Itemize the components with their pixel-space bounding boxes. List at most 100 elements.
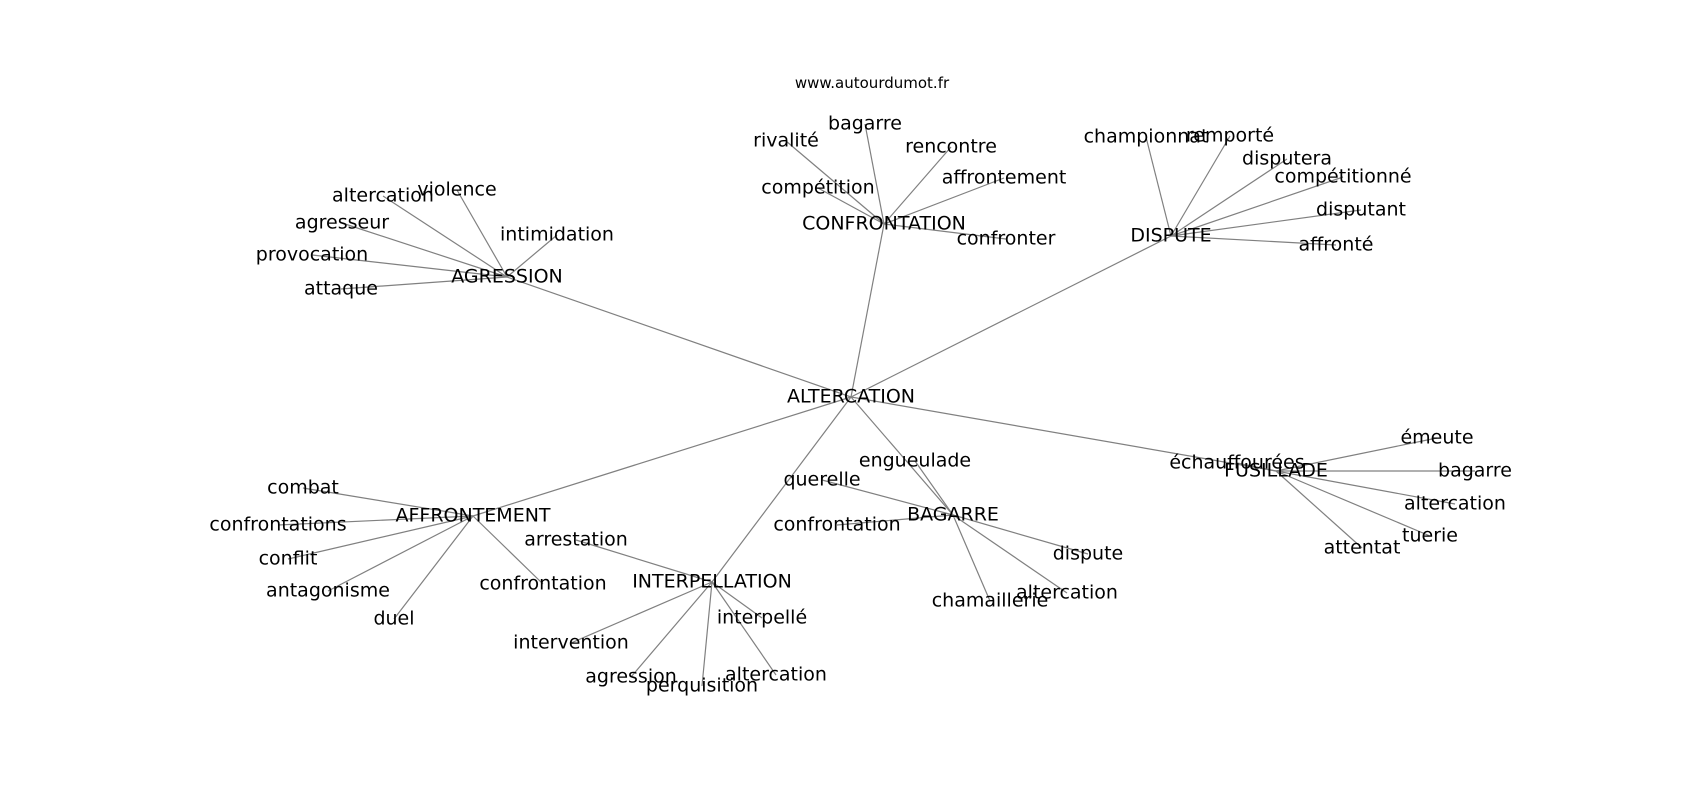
leaf-node-agression-1: altercation <box>332 185 434 207</box>
leaf-node-dispute-1: remporté <box>1186 125 1274 147</box>
edge-dispute-2 <box>1170 158 1288 237</box>
edge-fusillade-3 <box>1275 470 1456 505</box>
edge-dispute-5 <box>1170 235 1337 246</box>
edge-fusillade-4 <box>1275 470 1431 537</box>
leaf-node-agression-0: violence <box>417 179 496 201</box>
leaf-node-dispute-2: disputera <box>1242 148 1332 170</box>
edge-bagarre-1 <box>821 479 954 516</box>
edge-bagarre-2 <box>836 514 954 526</box>
edge-dispute-4 <box>1170 209 1362 237</box>
leaf-node-dispute-3: compétitionné <box>1274 166 1411 188</box>
edge-dispute-1 <box>1170 135 1231 237</box>
leaf-node-dispute-5: affronté <box>1299 234 1374 256</box>
edge-confrontation-1 <box>785 140 885 225</box>
leaf-node-bagarre-5: chamaillerie <box>932 590 1049 612</box>
hub-node-fusillade: FUSILLADE <box>1224 460 1328 482</box>
edge-agression-5 <box>340 276 508 290</box>
edge-interpellation-1 <box>711 581 763 619</box>
edge-affrontement-2 <box>287 515 474 560</box>
leaf-node-agression-4: provocation <box>256 244 368 266</box>
leaf-node-interpellation-2: intervention <box>513 632 629 654</box>
edge-bagarre-0 <box>914 460 954 516</box>
leaf-node-fusillade-5: attentat <box>1324 537 1401 559</box>
leaf-node-interpellation-0: arrestation <box>524 529 628 551</box>
leaf-node-confrontation-0: bagarre <box>828 113 902 135</box>
leaf-node-fusillade-0: émeute <box>1400 427 1473 449</box>
edge-agression-4 <box>311 254 508 278</box>
edge-dispute-0 <box>1145 136 1172 237</box>
edge-root-dispute <box>850 235 1172 398</box>
leaf-node-fusillade-4: tuerie <box>1402 525 1458 547</box>
leaf-node-bagarre-0: engueulade <box>859 450 971 472</box>
edge-fusillade-5 <box>1275 470 1363 549</box>
leaf-node-dispute-4: disputant <box>1316 199 1406 221</box>
edge-confrontation-5 <box>883 223 1007 240</box>
edge-bagarre-3 <box>952 514 1089 555</box>
edge-root-interpellation <box>711 396 852 583</box>
leaf-node-affrontement-2: conflit <box>259 548 318 570</box>
hub-node-affrontement: AFFRONTEMENT <box>395 505 550 527</box>
edge-affrontement-0 <box>302 487 474 517</box>
edge-interpellation-5 <box>701 581 713 687</box>
hub-node-dispute: DISPUTE <box>1130 225 1211 247</box>
leaf-node-fusillade-1: échauffourées <box>1169 452 1304 474</box>
edge-dispute-3 <box>1170 176 1344 237</box>
leaf-node-bagarre-4: altercation <box>1016 582 1118 604</box>
edge-affrontement-4 <box>327 515 474 592</box>
leaf-node-affrontement-1: confrontations <box>209 514 346 536</box>
leaf-node-confrontation-2: rencontre <box>905 136 997 158</box>
leaf-node-fusillade-2: bagarre <box>1438 460 1512 482</box>
leaf-node-confrontation-4: compétition <box>761 177 874 199</box>
leaf-node-agression-2: agresseur <box>295 212 389 234</box>
edge-affrontement-3 <box>472 515 544 585</box>
hub-node-bagarre: BAGARRE <box>907 504 999 526</box>
edge-interpellation-2 <box>570 581 713 644</box>
edge-agression-3 <box>506 234 558 278</box>
edge-fusillade-1 <box>1236 462 1277 472</box>
leaf-node-affrontement-0: combat <box>267 477 339 499</box>
root-node-label: ALTERCATION <box>787 386 915 408</box>
edge-root-bagarre <box>850 396 954 516</box>
edge-interpellation-4 <box>630 581 713 678</box>
edge-agression-0 <box>456 189 508 278</box>
edge-bagarre-4 <box>952 514 1068 594</box>
edge-root-fusillade <box>850 396 1277 472</box>
leaf-node-bagarre-1: querelle <box>783 469 860 491</box>
leaf-node-bagarre-3: dispute <box>1053 543 1123 565</box>
leaf-node-confrontation-1: rivalité <box>753 130 819 152</box>
leaf-node-affrontement-5: duel <box>373 608 414 630</box>
edge-affrontement-1 <box>277 515 474 526</box>
edge-root-affrontement <box>472 396 852 517</box>
edge-agression-2 <box>341 222 508 278</box>
edge-root-confrontation <box>850 223 885 398</box>
graph-edges <box>277 123 1475 687</box>
edge-affrontement-5 <box>393 515 474 620</box>
leaf-node-affrontement-4: antagonisme <box>266 580 390 602</box>
hub-node-agression: AGRESSION <box>451 266 563 288</box>
leaf-node-interpellation-3: altercation <box>725 664 827 686</box>
edge-confrontation-0 <box>864 123 885 225</box>
hub-node-confrontation: CONFRONTATION <box>802 213 966 235</box>
edge-confrontation-2 <box>883 146 952 225</box>
leaf-node-agression-5: attaque <box>304 278 378 300</box>
edge-bagarre-5 <box>952 514 991 602</box>
leaf-node-confrontation-3: affrontement <box>942 167 1067 189</box>
source-site-label: www.autourdumot.fr <box>795 74 950 92</box>
edge-fusillade-0 <box>1275 437 1438 472</box>
leaf-node-interpellation-1: interpellé <box>717 607 807 629</box>
edge-confrontation-4 <box>817 187 885 225</box>
edge-confrontation-3 <box>883 177 1005 225</box>
leaf-node-agression-3: intimidation <box>500 224 614 246</box>
edge-interpellation-3 <box>711 581 777 676</box>
leaf-node-confrontation-5: confronter <box>957 228 1056 250</box>
leaf-node-interpellation-5: perquisition <box>646 675 758 697</box>
edge-interpellation-0 <box>575 539 713 583</box>
leaf-node-affrontement-3: confrontation <box>479 573 606 595</box>
leaf-node-bagarre-2: confrontation <box>773 514 900 536</box>
edge-root-agression <box>506 276 852 398</box>
leaf-node-dispute-0: championnat <box>1084 126 1209 148</box>
graph-labels: www.autourdumot.fr ALTERCATION AGRESSION v… <box>209 74 1512 697</box>
leaf-node-fusillade-3: altercation <box>1404 493 1506 515</box>
edge-agression-1 <box>382 195 508 278</box>
